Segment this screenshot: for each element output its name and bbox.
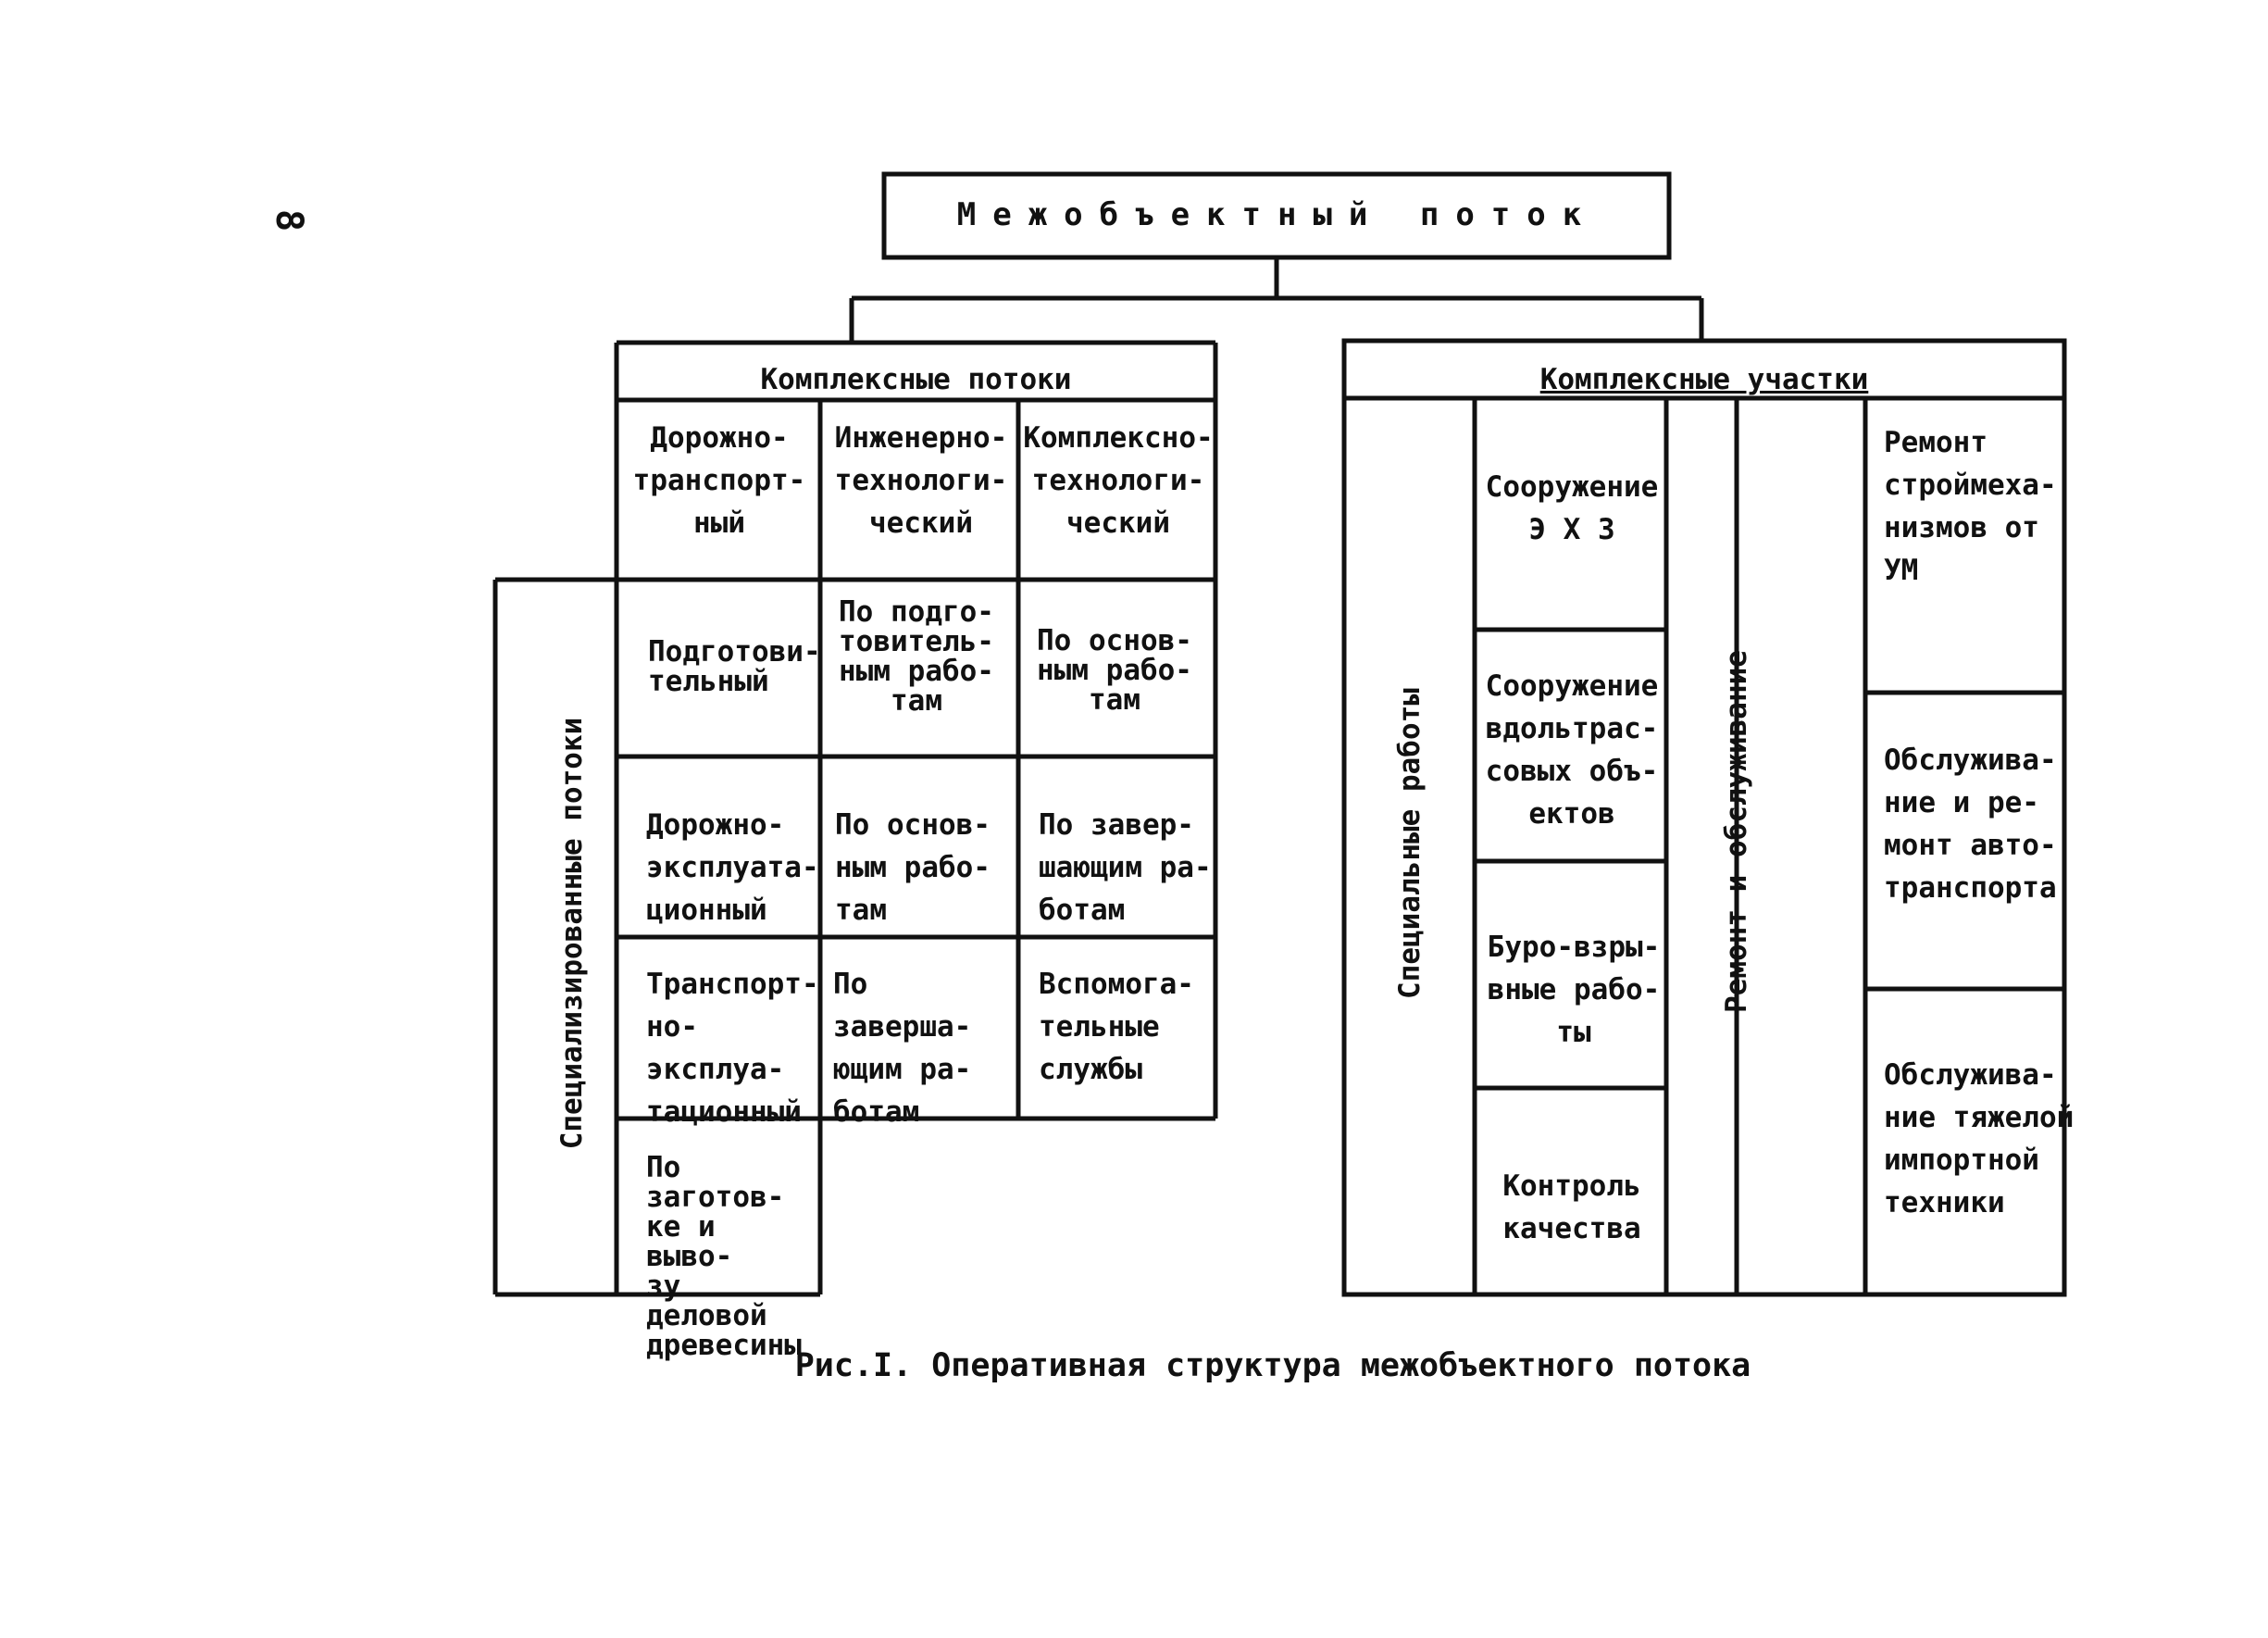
complex-flows-header: Комплексные потоки bbox=[760, 363, 1072, 396]
special-works-blasting: Буро-взры- вные рабо- ты bbox=[1487, 931, 1661, 1049]
row-name-preparatory: Подготови- тельный bbox=[648, 635, 821, 698]
diagram-title: Межобъектный поток bbox=[956, 196, 1599, 233]
repair-service-label: Ремонт и обслуживание bbox=[1720, 650, 1753, 1013]
row-name-transport-operation: Транспорт- но-эксплуа- тационный bbox=[646, 968, 819, 1129]
cell-preparatory-complex: По основ- ным рабо- там bbox=[1037, 624, 1192, 717]
special-works-quality-control: Контроль качества bbox=[1502, 1169, 1641, 1245]
specialized-flows-label: Специализированные потоки bbox=[555, 717, 589, 1150]
special-works-roadside-objects: Сооружение вдольтрас- совых объ- ектов bbox=[1485, 669, 1659, 831]
column-header-complex-tech: Комплексно- технологи- ческий bbox=[1023, 421, 1214, 540]
column-header-road-transport: Дорожно- транспорт- ный bbox=[632, 421, 806, 540]
cell-preparatory-engineering: По подго- товитель- ным рабо- там bbox=[839, 595, 994, 718]
cell-transport-operation-complex: Вспомога- тельные службы bbox=[1039, 968, 1194, 1086]
complex-sections-header: Комплексные участки bbox=[1539, 363, 1869, 396]
cell-road-operation-complex: По завер- шающим ра- ботам bbox=[1039, 808, 1212, 927]
column-header-engineering: Инженерно- технологи- ческий bbox=[834, 421, 1008, 540]
complex-sections-grid bbox=[1341, 338, 2067, 1297]
row-name-road-operation: Дорожно- эксплуата- ционный bbox=[646, 808, 819, 927]
repair-construction-machinery: Ремонт строймеха- низмов от УМ bbox=[1884, 426, 2057, 587]
service-motor-transport: Обслужива- ние и ре- монт авто- транспор… bbox=[1884, 744, 2057, 905]
complex-flows-grid bbox=[492, 340, 1218, 1297]
cell-road-operation-engineering: По основ- ным рабо- там bbox=[835, 808, 991, 927]
page-number: 8 bbox=[268, 208, 311, 232]
service-heavy-import-equipment: Обслужива- ние тяжелой импортной техники bbox=[1884, 1058, 2075, 1219]
cell-transport-operation-engineering: По заверша- ющим ра- ботам bbox=[833, 968, 972, 1129]
row-name-timber: По заготов- ке и выво- зу деловой древес… bbox=[646, 1151, 802, 1362]
figure-caption: Рис.I. Оперативная структура межобъектно… bbox=[794, 1347, 1751, 1384]
special-works-label: Специальные работы bbox=[1393, 688, 1427, 999]
special-works-ehz: Сооружение Э Х З bbox=[1485, 470, 1659, 546]
